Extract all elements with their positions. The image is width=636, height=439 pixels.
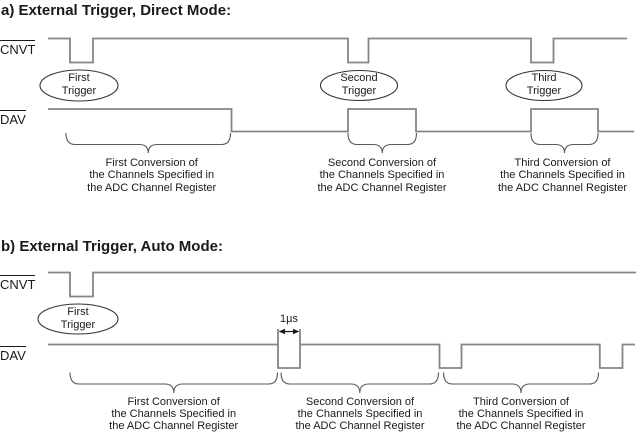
- first-trigger-label-auto: First Trigger: [18, 306, 138, 331]
- second-trigger-line2: Trigger: [341, 84, 377, 97]
- first-trigger-ellipse-auto: [37, 303, 119, 335]
- third-conversion-caption-b: Third Conversion of the Channels Specifi…: [431, 396, 611, 433]
- cnvt-waveform-auto-mode: [48, 271, 636, 298]
- third-trigger-ellipse: [505, 69, 583, 102]
- caption-line: the Channels Specified in: [319, 169, 445, 182]
- caption-line: the ADC Channel Register: [109, 420, 239, 433]
- dav-waveform-direct-mode: [48, 108, 634, 133]
- second-conversion-brace-b: [280, 372, 440, 394]
- first-trigger-label: First Trigger: [19, 72, 139, 97]
- caption-line: the ADC Channel Register: [295, 420, 425, 433]
- cnvt-signal-label-b: CNVT: [0, 274, 36, 292]
- second-trigger-ellipse: [319, 69, 399, 102]
- third-trigger-line1: Third: [531, 72, 557, 84]
- caption-line: the Channels Specified in: [458, 407, 584, 420]
- cnvt-waveform-direct-mode: [48, 37, 627, 64]
- first-trigger-line1: First: [68, 72, 90, 84]
- third-conversion-brace-a: [530, 132, 599, 154]
- cnvt-signal-label-a: CNVT: [0, 40, 36, 57]
- caption-line: the ADC Channel Register: [87, 181, 217, 194]
- first-conversion-caption-b: First Conversion of the Channels Specifi…: [84, 396, 264, 433]
- first-trigger-ellipse: [39, 69, 119, 102]
- pulse-width-label: 1µs: [280, 313, 298, 325]
- second-conversion-brace-a: [347, 132, 418, 154]
- third-trigger-label: Third Trigger: [484, 72, 604, 97]
- first-trigger-line2: Trigger: [61, 84, 97, 97]
- caption-line: the Channels Specified in: [297, 407, 423, 420]
- dav-signal-text-b: DAV: [0, 346, 26, 363]
- caption-line: the ADC Channel Register: [317, 181, 447, 194]
- first-trigger-auto-line1: First: [67, 306, 89, 318]
- third-trigger-line2: Trigger: [526, 84, 562, 97]
- first-conversion-brace-b: [69, 372, 279, 394]
- caption-line: First Conversion of: [105, 157, 198, 169]
- first-conversion-brace-a: [65, 132, 232, 154]
- cnvt-signal-text-b: CNVT: [0, 274, 36, 292]
- caption-line: the Channels Specified in: [89, 169, 215, 182]
- second-trigger-label: Second Trigger: [299, 72, 419, 97]
- caption-line: the Channels Specified in: [111, 407, 237, 420]
- dav-signal-text-a: DAV: [0, 110, 26, 127]
- caption-line: Second Conversion of: [327, 157, 437, 169]
- second-conversion-caption-a: Second Conversion of the Channels Specif…: [292, 157, 472, 194]
- dav-signal-label-a: DAV: [0, 110, 26, 126]
- caption-line: the ADC Channel Register: [456, 420, 586, 433]
- caption-line: Second Conversion of: [305, 395, 415, 408]
- caption-line: Third Conversion of: [473, 395, 569, 408]
- pulse-width-arrowhead-right-icon: [293, 328, 300, 335]
- dav-signal-label-b: DAV: [0, 346, 26, 362]
- second-conversion-caption-b: Second Conversion of the Channels Specif…: [270, 396, 450, 433]
- third-conversion-brace-b: [442, 372, 600, 394]
- dav-waveform-auto-mode: [48, 329, 635, 369]
- cnvt-signal-text-a: CNVT: [0, 40, 36, 57]
- third-conversion-caption-a: Third Conversion of the Channels Specifi…: [473, 157, 636, 194]
- second-trigger-line1: Second: [340, 72, 378, 84]
- caption-line: Third Conversion of: [514, 157, 611, 169]
- first-conversion-caption-a: First Conversion of the Channels Specifi…: [62, 157, 242, 194]
- first-trigger-auto-line2: Trigger: [60, 318, 96, 331]
- pulse-width-arrowhead-left-icon: [278, 328, 285, 335]
- caption-line: the Channels Specified in: [500, 169, 625, 182]
- section-a-heading: a) External Trigger, Direct Mode:: [1, 2, 232, 19]
- caption-line: the ADC Channel Register: [497, 181, 627, 194]
- caption-line: First Conversion of: [127, 395, 220, 408]
- section-b-heading: b) External Trigger, Auto Mode:: [1, 238, 223, 255]
